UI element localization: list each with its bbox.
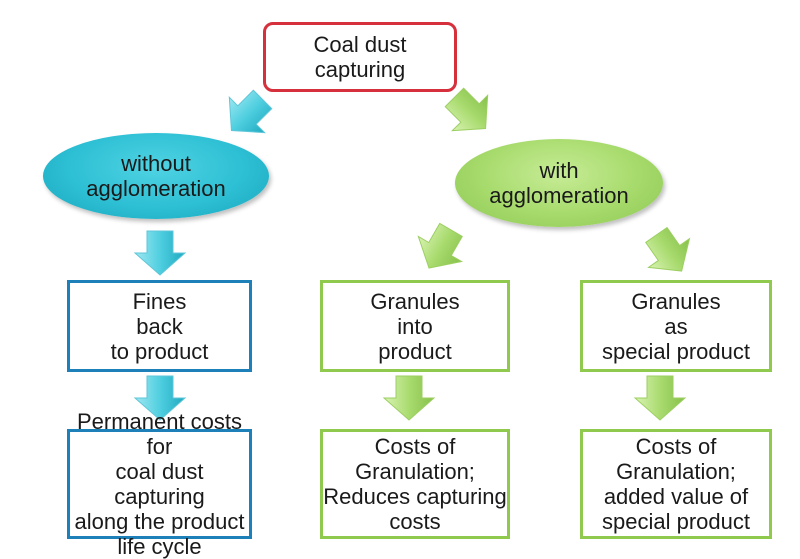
arrow-without-to-fines: [134, 230, 186, 276]
branch-with-label: with agglomeration: [489, 158, 629, 208]
arrow-with-to-granules-special: [635, 220, 703, 286]
cost-granulation-added-value: Costs of Granulation; added value of spe…: [580, 429, 772, 539]
cost-granulation-added-label: Costs of Granulation; added value of spe…: [602, 434, 750, 534]
branch-with-agglomeration: with agglomeration: [455, 139, 663, 227]
branch-without-label: without agglomeration: [86, 151, 226, 201]
outcome-granules-into-product: Granules into product: [320, 280, 510, 372]
cost-permanent-capturing: Permanent costs for coal dust capturing …: [67, 409, 252, 559]
branch-without-agglomeration: without agglomeration: [43, 133, 269, 219]
cost-granulation-reduces-label: Costs of Granulation; Reduces capturing …: [323, 434, 507, 534]
outcome-granules-into-label: Granules into product: [370, 288, 460, 364]
outcome-fines-label: Fines back to product: [110, 288, 209, 364]
arrow-granules-into-to-costs: [383, 375, 435, 421]
root-node-coal-dust-capturing: Coal dust capturing: [263, 22, 457, 92]
arrow-with-to-granules-into: [406, 216, 474, 282]
outcome-fines-back-to-product: Fines back to product: [67, 280, 252, 372]
flow-diagram: Coal dust capturing without agglomeratio…: [43, 22, 772, 559]
outcome-granules-special-label: Granules as special product: [602, 288, 750, 364]
outcome-granules-special-product: Granules as special product: [580, 280, 772, 372]
arrow-granules-special-to-costs: [634, 375, 686, 421]
root-label: Coal dust capturing: [313, 32, 407, 82]
cost-permanent-label: Permanent costs for coal dust capturing …: [74, 409, 245, 559]
cost-granulation-reduces: Costs of Granulation; Reduces capturing …: [320, 429, 510, 539]
